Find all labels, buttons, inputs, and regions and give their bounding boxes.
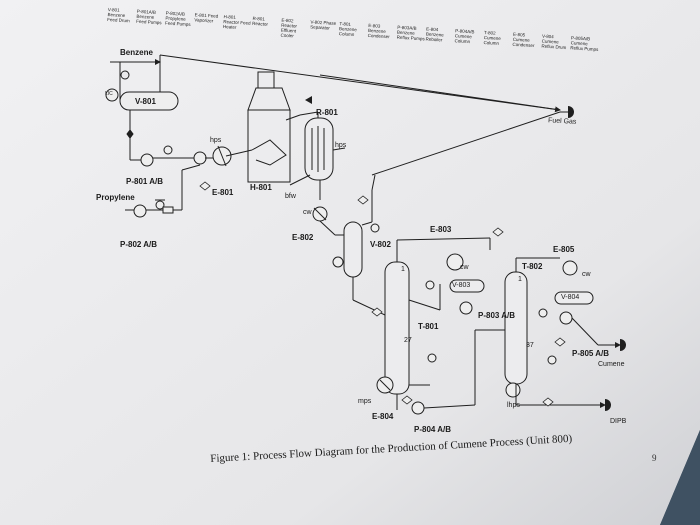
header-column: P-804A/B Cumene Column: [454, 28, 475, 45]
header-column: E-801 Feed Vaporizer: [194, 12, 219, 24]
fc-bubble-1: [163, 145, 173, 155]
e805-condenser: [562, 260, 578, 276]
header-column: P-803A/B Benzene Reflux Pumps: [396, 24, 425, 42]
cumene-terminal: [620, 339, 626, 351]
stream-diamond-1: [126, 129, 134, 139]
header-column: T-801 Benzene Column: [338, 21, 357, 38]
mixer-tee: [193, 151, 207, 165]
t802-bottom-tray: 37: [526, 342, 534, 349]
t802-top-tray: 1: [518, 276, 522, 283]
fc-bubble-2: [155, 200, 165, 210]
v803-drum: [449, 279, 485, 293]
p803-pump: [459, 301, 473, 315]
lic-bubble-v802: [332, 256, 344, 268]
lhps-label: lhps: [507, 402, 520, 409]
p801-label: P-801 A/B: [126, 177, 164, 186]
p801-pump: [140, 153, 154, 167]
benzene-valve: [120, 70, 130, 80]
header-column: E-803 Benzene Condenser: [367, 22, 390, 40]
p804-label: P-804 A/B: [414, 425, 452, 434]
v804-label: V-804: [561, 294, 580, 301]
fuel-gas-terminal: [568, 106, 574, 118]
t802-label: T-802: [522, 262, 543, 271]
stream-diamond-5: [401, 395, 413, 405]
header-column: V-802 Phase Separator: [310, 19, 337, 31]
v802-label: V-802: [370, 240, 391, 249]
cw-label-2: cw: [460, 264, 469, 271]
p802-label: P-802 A/B: [120, 240, 158, 249]
t801-bottom-tray: 27: [404, 337, 412, 344]
fc-bubble-3: [425, 280, 435, 290]
v801-lic-bubble: [105, 88, 119, 102]
p802-pump: [133, 204, 147, 218]
header-column: P-801A/B Benzene Feed Pumps: [136, 8, 162, 26]
h801-heater: [247, 109, 291, 183]
stream-arrow-2: [305, 96, 312, 104]
e803-condenser: [446, 253, 464, 271]
lc-bubble-2: [547, 355, 557, 365]
e801-label: E-801: [212, 188, 234, 197]
hps-label-2: hps: [335, 142, 347, 149]
h801-stack: [257, 71, 275, 89]
header-column: E-805 Cumene Condenser: [512, 31, 535, 49]
r801-reactor: [304, 117, 334, 181]
header-column: E-802 Reactor Effluent Cooler: [280, 17, 298, 39]
header-column: T-802 Cumene Column: [483, 30, 501, 46]
p805-pump: [559, 311, 573, 325]
header-column: V-804 Cumene Reflux Drum: [541, 33, 567, 51]
r801-label: R-801: [316, 108, 338, 117]
t801-column: [384, 261, 410, 395]
cw-label-3: cw: [582, 271, 591, 278]
e802-label: E-802: [292, 233, 314, 242]
header-legend: V-801 Benzene Feed Drum P-801A/B Benzene …: [107, 7, 598, 52]
v803-label: V-803: [452, 282, 471, 289]
stream-diamond-6: [492, 227, 504, 237]
header-column: R-801 Reactor: [252, 15, 269, 27]
header-column: V-801 Benzene Feed Drum: [107, 7, 130, 24]
stream-diamond-7: [554, 337, 566, 347]
t801-label: T-801: [418, 322, 439, 331]
v801-label: V-801: [135, 97, 156, 106]
pc-bubble: [370, 223, 380, 233]
header-column: P-805A/B Cumene Reflux Pumps: [570, 35, 599, 53]
fuel-gas-label: Fuel Gas: [547, 117, 577, 126]
t802-reboiler: [505, 382, 521, 398]
e804-label: E-804: [372, 412, 394, 421]
background-corner: [660, 430, 700, 525]
v802-separator: [343, 221, 363, 278]
dipb-terminal: [605, 399, 611, 411]
hps-label-1: hps: [210, 137, 222, 144]
e805-label: E-805: [553, 245, 575, 254]
benzene-label: Benzene: [120, 48, 153, 57]
fc-bubble-4: [538, 308, 548, 318]
cw-label-1: cw: [303, 209, 312, 216]
cumene-label: Cumene: [598, 361, 625, 368]
stream-diamond-4: [371, 307, 383, 317]
v801-drum: [119, 91, 179, 111]
bfw-label: bfw: [285, 193, 296, 200]
dipb-label: DIPB: [610, 418, 627, 425]
page-number: 9: [652, 453, 657, 463]
header-column: E-804 Benzene Reboiler: [425, 26, 444, 43]
stream-diamond-2: [199, 181, 211, 191]
e803-label: E-803: [430, 225, 452, 234]
t802-column: [504, 271, 528, 385]
header-column: P-802A/B Propylene Feed Pumps: [164, 10, 191, 28]
v804-drum: [554, 291, 594, 305]
lc-bubble-1: [427, 353, 437, 363]
header-column: H-801 Reactor Feed Heater: [222, 14, 251, 30]
p804-pump: [411, 401, 425, 415]
p803-label: P-803 A/B: [478, 311, 516, 320]
t801-top-tray: 1: [401, 266, 405, 273]
p805-label: P-805 A/B: [572, 349, 610, 358]
h801-label: H-801: [250, 183, 272, 192]
propylene-valve: [162, 206, 174, 214]
stream-diamond-3: [357, 195, 369, 205]
stream-diamond-8: [542, 397, 554, 407]
mps-label: mps: [358, 398, 372, 405]
lic-tag: LIC: [105, 91, 113, 97]
propylene-label: Propylene: [96, 193, 135, 202]
